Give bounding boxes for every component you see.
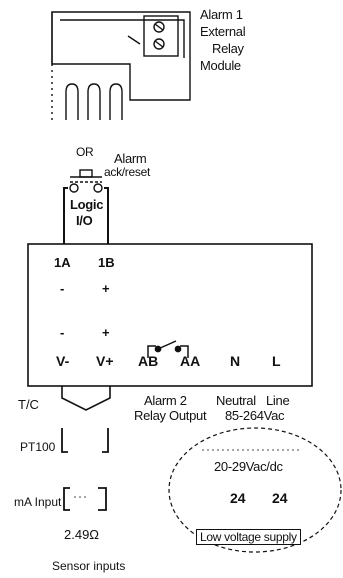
line-label: Line xyxy=(266,393,290,408)
terminal-1b: 1B xyxy=(98,255,115,270)
ack-reset-label: ack/reset xyxy=(104,165,150,179)
ma-input-label: mA Input xyxy=(14,495,62,509)
line-voltage-label: 85-264Vac xyxy=(225,408,285,423)
controller-terminal-box xyxy=(27,243,313,387)
alarm2-label-line2: Relay Output xyxy=(134,408,207,423)
alarm1-label-line2: External xyxy=(200,24,246,39)
plus-sign-2: + xyxy=(102,325,110,340)
resistor-label: 2.49Ω xyxy=(64,527,100,542)
sensor-inputs-label: Sensor inputs xyxy=(52,559,126,573)
terminal-24-a: 24 xyxy=(230,490,246,506)
logic-io-wires xyxy=(63,187,109,244)
alarm1-label-line3: Relay xyxy=(212,41,244,56)
terminal-aa: AA xyxy=(180,353,201,369)
alarm1-label-line4: Module xyxy=(200,58,241,73)
alarm-ack-label: Alarm xyxy=(114,151,147,166)
relay-module-outline xyxy=(51,11,191,120)
tc-label: T/C xyxy=(18,397,39,412)
terminal-ab: AB xyxy=(138,353,159,369)
terminal-v-plus: V+ xyxy=(96,353,114,369)
low-voltage-caption: Low voltage supply xyxy=(196,529,301,545)
alarm2-label-line1: Alarm 2 xyxy=(144,393,187,408)
ma-input-symbol xyxy=(63,487,107,511)
terminal-l: L xyxy=(272,353,281,369)
minus-sign-1: - xyxy=(60,281,65,296)
terminal-1a: 1A xyxy=(54,255,71,270)
terminal-v-minus: V- xyxy=(56,353,70,369)
low-voltage-range: 20-29Vac/dc xyxy=(214,459,283,474)
alarm2-relay-contact xyxy=(147,340,189,358)
terminal-n: N xyxy=(230,353,241,369)
alarm1-label-line1: Alarm 1 xyxy=(200,7,243,22)
terminal-24-b: 24 xyxy=(272,490,288,506)
low-voltage-outline xyxy=(168,427,342,553)
io-label: I/O xyxy=(76,213,93,228)
or-label: OR xyxy=(76,145,94,159)
thermocouple-symbol xyxy=(56,385,116,411)
pt100-symbol xyxy=(61,428,109,453)
ack-reset-button-symbol xyxy=(69,169,103,193)
neutral-label: Neutral xyxy=(216,393,256,408)
plus-sign-1: + xyxy=(102,281,110,296)
pt100-label: PT100 xyxy=(20,440,56,454)
logic-label: Logic xyxy=(70,197,104,212)
minus-sign-2: - xyxy=(60,325,65,340)
